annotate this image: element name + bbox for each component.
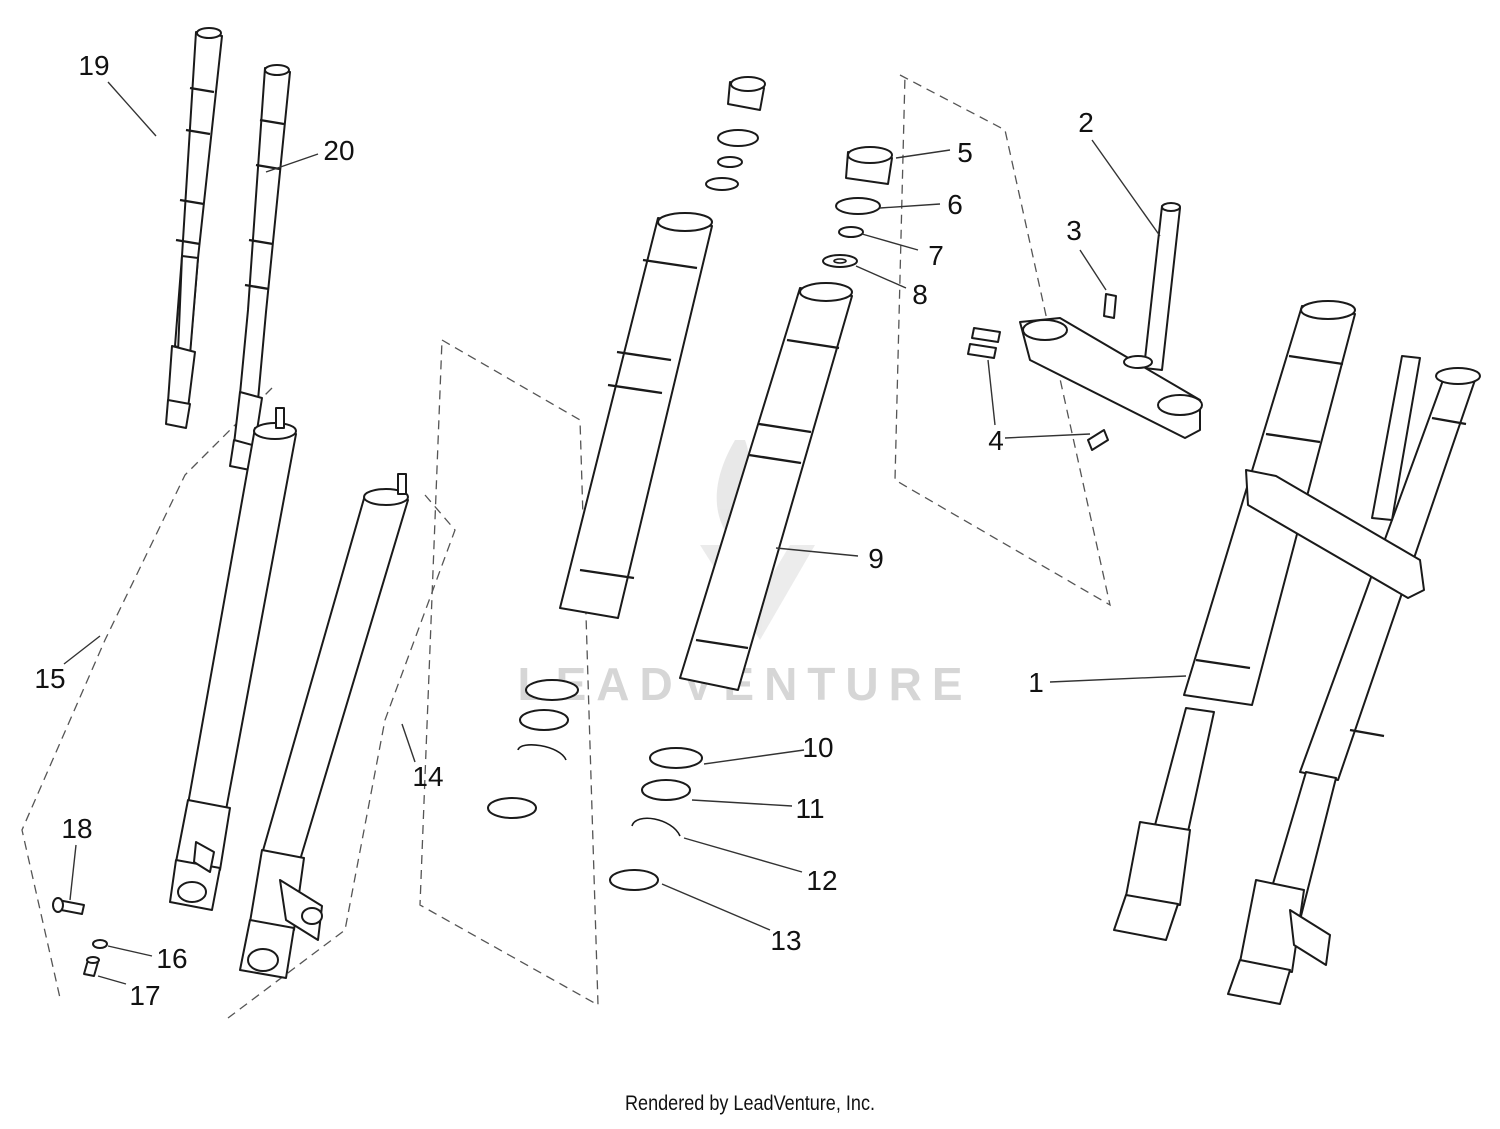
part-6-o-ring (835, 197, 881, 215)
render-credit: Rendered by LeadVenture, Inc. (624, 1092, 876, 1115)
label-5: 5 (957, 137, 973, 168)
part-20-fork-leg (229, 64, 291, 481)
leader-lines (63, 81, 1187, 985)
label-15: 15 (34, 663, 65, 694)
part-4-bolts (967, 327, 1109, 451)
assembly-boundary-right-fork (227, 494, 456, 1019)
top-triple-clamp (1019, 317, 1203, 439)
callout-labels: 1 2 3 4 5 6 7 8 9 10 11 12 13 14 15 16 1… (34, 50, 1093, 1011)
fork-cap-exploded-left (705, 76, 766, 191)
label-13: 13 (770, 925, 801, 956)
part-19-fork-leg (165, 27, 223, 429)
label-16: 16 (156, 943, 187, 974)
part-12-circlip (631, 817, 681, 837)
part-3-bolt (1103, 293, 1117, 319)
label-19: 19 (78, 50, 109, 81)
part-9-outer-tube-right (679, 282, 853, 691)
part-13-bushing (609, 869, 659, 891)
part-8-washer (822, 254, 858, 268)
label-18: 18 (61, 813, 92, 844)
label-17: 17 (129, 980, 160, 1011)
part-9-outer-tube-left (559, 212, 713, 619)
label-1: 1 (1028, 667, 1044, 698)
label-11: 11 (795, 793, 824, 824)
part-5-fork-cap (845, 146, 893, 185)
assembly-boundary-left-fork (21, 387, 273, 999)
part-17-screw (83, 956, 100, 977)
part-16-washer (92, 939, 108, 949)
label-12: 12 (806, 865, 837, 896)
part-15-fork-tube (169, 407, 297, 911)
label-14: 14 (412, 761, 443, 792)
label-7: 7 (928, 240, 944, 271)
seal-kit-left (487, 679, 579, 819)
label-10: 10 (802, 732, 833, 763)
part-1-fork-assembly (1113, 300, 1481, 1005)
label-9: 9 (868, 543, 884, 574)
label-20: 20 (323, 135, 354, 166)
part-11-oil-seal (641, 779, 691, 801)
assembly-boundary-seals (419, 339, 599, 1007)
part-2-steering-stem (1143, 202, 1181, 371)
part-14-fork-tube (239, 473, 409, 979)
label-3: 3 (1066, 215, 1082, 246)
label-6: 6 (947, 189, 963, 220)
assembly-boundary-top-clamp (894, 74, 1111, 607)
part-18-bolt (52, 897, 85, 915)
part-10-dust-seal (649, 747, 703, 769)
label-2: 2 (1078, 107, 1094, 138)
label-4: 4 (988, 425, 1004, 456)
label-8: 8 (912, 279, 928, 310)
part-7-clip (838, 226, 864, 238)
